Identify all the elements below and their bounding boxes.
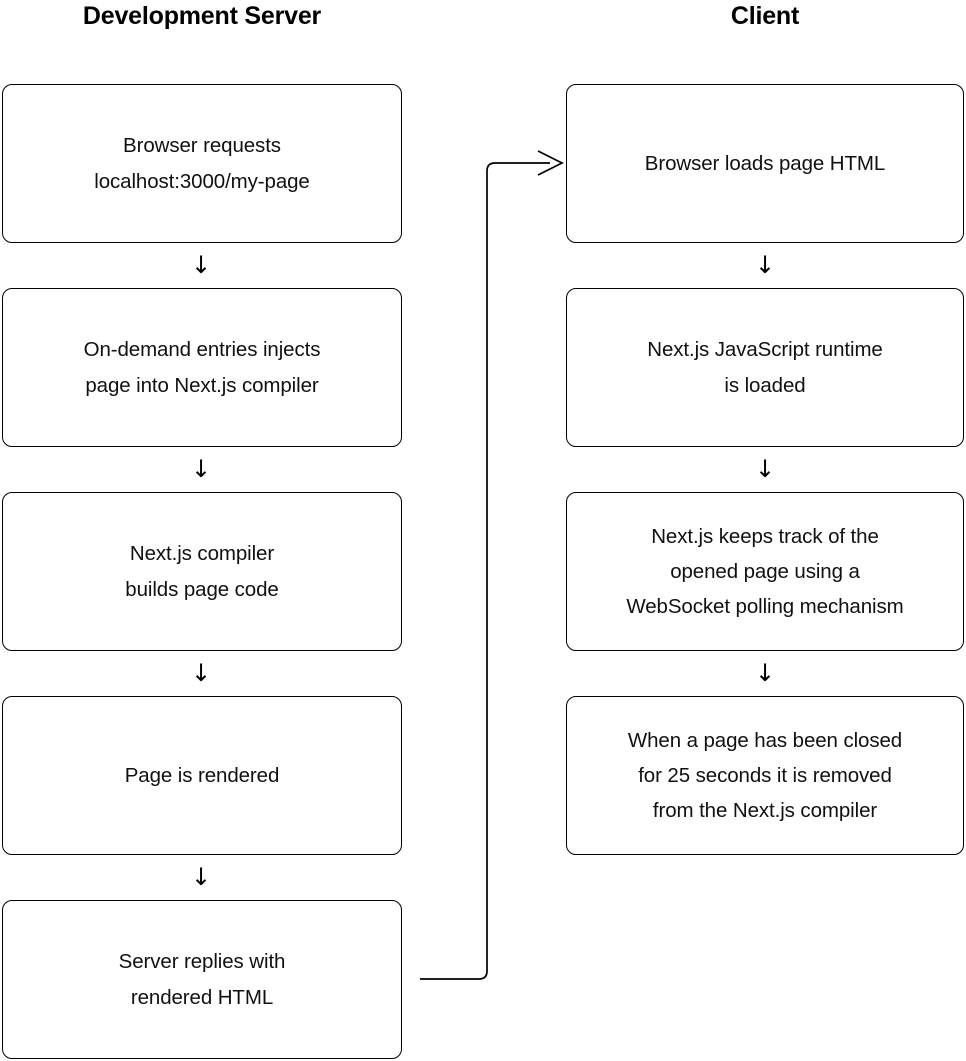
arrow-down-icon-dev-2: ↓	[190, 455, 212, 483]
arrow-down-icon-cli-1: ↓	[754, 251, 776, 279]
node-nextjs-compiler-builds[interactable]: Next.js compiler builds page code	[2, 492, 402, 651]
node-browser-requests[interactable]: Browser requests localhost:3000/my-page	[2, 84, 402, 243]
node-label: Next.js keeps track of the opened page u…	[626, 524, 904, 619]
arrow-down-icon-cli-3: ↓	[754, 659, 776, 687]
node-page-is-rendered[interactable]: Page is rendered	[2, 696, 402, 855]
node-label: Server replies with rendered HTML	[118, 950, 286, 1009]
node-label: Browser loads page HTML	[644, 151, 886, 175]
node-label: Browser requests localhost:3000/my-page	[94, 134, 310, 193]
arrow-down-icon-dev-4: ↓	[190, 863, 212, 891]
node-label: On-demand entries injects page into Next…	[83, 338, 321, 397]
node-on-demand-entries[interactable]: On-demand entries injects page into Next…	[2, 288, 402, 447]
node-label: When a page has been closed for 25 secon…	[627, 728, 903, 823]
node-websocket-polling[interactable]: Next.js keeps track of the opened page u…	[566, 492, 964, 651]
column-title-development-server: Development Server	[82, 2, 322, 30]
node-server-replies-html[interactable]: Server replies with rendered HTML	[2, 900, 402, 1059]
node-label: Page is rendered	[124, 763, 280, 787]
arrow-down-icon-dev-3: ↓	[190, 659, 212, 687]
column-title-client: Client	[730, 2, 800, 30]
node-label: Next.js JavaScript runtime is loaded	[647, 338, 883, 397]
arrow-down-icon-dev-1: ↓	[190, 251, 212, 279]
node-label: Next.js compiler builds page code	[125, 542, 279, 601]
arrow-down-icon-cli-2: ↓	[754, 455, 776, 483]
node-nextjs-runtime-loaded[interactable]: Next.js JavaScript runtime is loaded	[566, 288, 964, 447]
node-browser-loads-page-html[interactable]: Browser loads page HTML	[566, 84, 964, 243]
node-page-closed-removed[interactable]: When a page has been closed for 25 secon…	[566, 696, 964, 855]
